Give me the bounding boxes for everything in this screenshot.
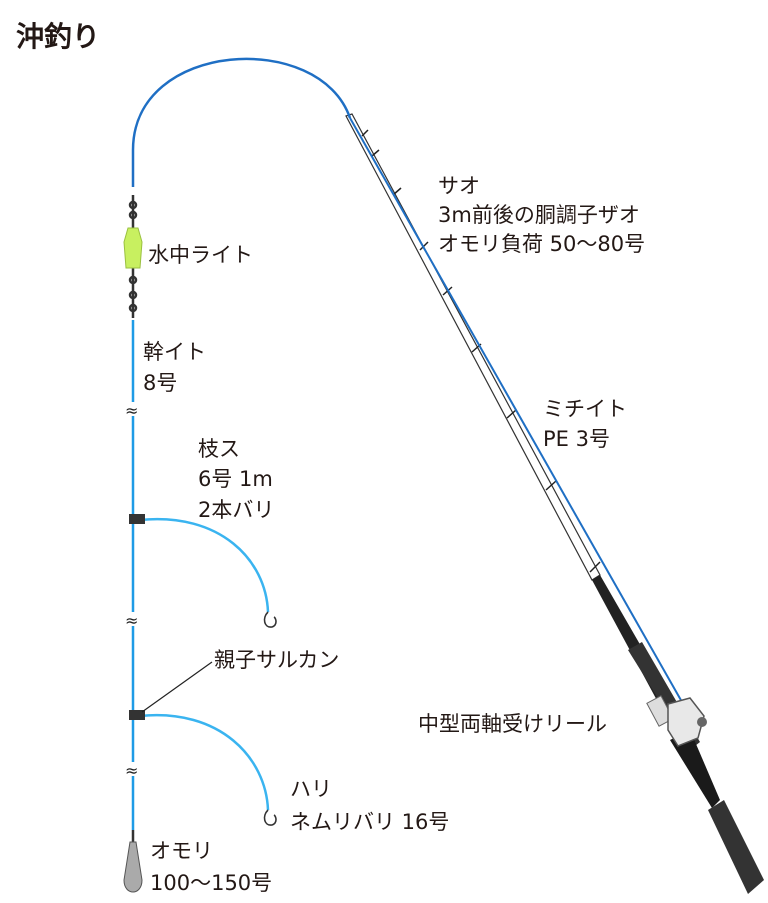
swivel-icon (129, 514, 145, 720)
callout-line (141, 661, 213, 713)
trunk-label: 幹イト 8号 (143, 340, 206, 395)
sinker-icon (123, 830, 143, 893)
svg-text:3m前後の胴調子ザオ: 3m前後の胴調子ザオ (438, 203, 640, 227)
diagram-title: 沖釣り (16, 20, 100, 53)
svg-text:6号 1m: 6号 1m (198, 467, 273, 491)
reel-icon (646, 695, 707, 747)
swivel-label: 親子サルカン (214, 648, 339, 672)
svg-text:≈: ≈ (125, 611, 138, 630)
fishing-rod-icon (345, 113, 764, 894)
svg-text:ミチイト: ミチイト (543, 397, 627, 421)
svg-text:PE 3号: PE 3号 (543, 427, 610, 451)
svg-text:ハリ: ハリ (290, 777, 332, 801)
light-label: 水中ライト (148, 243, 253, 267)
mainline-label: ミチイト PE 3号 (543, 397, 627, 451)
swivel-icon (128, 195, 138, 318)
hook-label: ハリ ネムリバリ 16号 (290, 777, 449, 834)
main-line (349, 117, 683, 703)
branch-line (139, 713, 270, 811)
svg-text:幹イト: 幹イト (143, 340, 206, 364)
hook-icon (263, 611, 277, 826)
branch-label: 枝ス 6号 1m 2本バリ (198, 437, 274, 522)
break-mark: ≈ ≈ ≈ (124, 401, 142, 780)
svg-text:枝ス: 枝ス (198, 437, 240, 461)
svg-text:オモリ: オモリ (150, 839, 213, 863)
svg-text:ネムリバリ 16号: ネムリバリ 16号 (290, 810, 449, 834)
branch-line (139, 517, 270, 613)
upper-line (131, 57, 352, 187)
svg-text:サオ: サオ (438, 174, 480, 198)
rod-label: サオ 3m前後の胴調子ザオ オモリ負荷 50〜80号 (438, 174, 645, 256)
svg-text:オモリ負荷 50〜80号: オモリ負荷 50〜80号 (438, 232, 645, 256)
svg-text:100〜150号: 100〜150号 (150, 871, 272, 895)
svg-text:2本バリ: 2本バリ (198, 498, 274, 522)
svg-text:8号: 8号 (143, 371, 177, 395)
svg-text:≈: ≈ (125, 401, 138, 420)
reel-label: 中型両軸受けリール (418, 712, 607, 736)
sinker-label: オモリ 100〜150号 (150, 839, 272, 895)
underwater-light-icon (123, 227, 143, 269)
svg-text:≈: ≈ (125, 761, 138, 780)
